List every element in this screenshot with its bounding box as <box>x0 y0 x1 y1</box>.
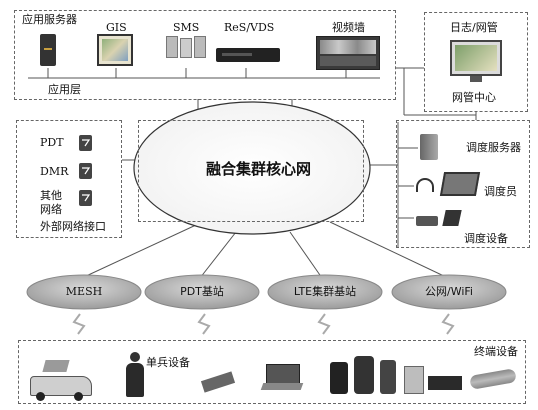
nms-center-label: 网管中心 <box>452 91 496 104</box>
link-core-mesh <box>83 224 197 278</box>
gis-label: GIS <box>106 21 127 34</box>
router-icon <box>428 376 462 390</box>
dispatch-device-label: 调度设备 <box>464 232 508 245</box>
dmr-gateway-icon <box>79 163 92 179</box>
wireless-icon <box>317 313 331 335</box>
link-core-lte <box>289 231 323 279</box>
app-server-icon <box>40 34 56 66</box>
dispatch-device-icon <box>416 210 468 226</box>
access-public-ellipse <box>391 274 507 310</box>
nms-monitor-icon <box>450 40 502 76</box>
soldier-device-label: 单兵设备 <box>146 356 190 369</box>
sms-label: SMS <box>173 21 200 34</box>
terminals-title: 终端设备 <box>474 345 518 358</box>
dispatch-server-icon <box>420 134 438 160</box>
sms-phones-icon <box>166 36 206 60</box>
wireless-icon <box>197 313 211 335</box>
external-icons <box>79 135 92 206</box>
wireless-icon <box>441 313 455 335</box>
videowall-label: 视频墙 <box>332 21 365 34</box>
external-pdt-label: PDT <box>40 136 64 149</box>
vehicle-icon <box>30 360 92 401</box>
terminals-box <box>18 340 526 404</box>
core-network-label: 融合集群核心网 <box>206 160 312 178</box>
dispatch-tablet-icon <box>439 172 481 196</box>
terminal-module-icon <box>404 366 424 394</box>
link-core-pdt <box>199 231 237 279</box>
resvds-server-icon <box>216 48 280 62</box>
app-layer-label: 应用层 <box>48 83 81 96</box>
terminal-phone-1-icon <box>330 362 348 394</box>
access-lte-label: LTE集群基站 <box>293 285 357 298</box>
access-mesh-label: MESH <box>65 285 103 298</box>
access-public-label: 公网/WiFi <box>425 285 473 298</box>
gis-screen-icon <box>97 34 133 66</box>
external-dmr-label: DMR <box>40 165 69 178</box>
video-wall-icon <box>316 36 380 70</box>
dispatch-box <box>396 120 530 248</box>
headset-icon <box>416 178 434 192</box>
resvds-label: ReS/VDS <box>224 21 275 34</box>
nms-box <box>424 12 528 112</box>
dispatcher-label: 调度员 <box>484 185 517 198</box>
app-server-label: 应用服务器 <box>22 13 77 26</box>
link-core-public <box>329 221 447 278</box>
terminal-phone-3-icon <box>380 360 396 394</box>
external-network-label: 网络 <box>40 203 62 216</box>
access-mesh-ellipse <box>26 274 142 310</box>
external-other-label: 其他 <box>40 189 62 202</box>
external-interface-label: 外部网络接口 <box>40 220 106 233</box>
pdt-gateway-icon <box>79 135 92 151</box>
other-gateway-icon <box>79 190 92 206</box>
wireless-icon <box>72 313 86 335</box>
access-pdt-ellipse <box>144 274 260 310</box>
access-lte-ellipse <box>267 274 383 310</box>
laptop-icon <box>260 364 304 392</box>
dispatch-server-label: 调度服务器 <box>466 141 521 154</box>
core-network-ellipse <box>133 101 371 235</box>
external-interface-box <box>16 120 122 238</box>
terminal-phone-2-icon <box>354 356 374 394</box>
soldier-icon <box>124 352 146 400</box>
wireless-links <box>72 313 455 335</box>
nms-title: 日志/网管 <box>450 21 498 34</box>
nms-monitor-stand <box>470 76 482 82</box>
access-pdt-label: PDT基站 <box>180 285 224 298</box>
core-box <box>138 120 364 222</box>
app-layer-box <box>14 10 396 100</box>
